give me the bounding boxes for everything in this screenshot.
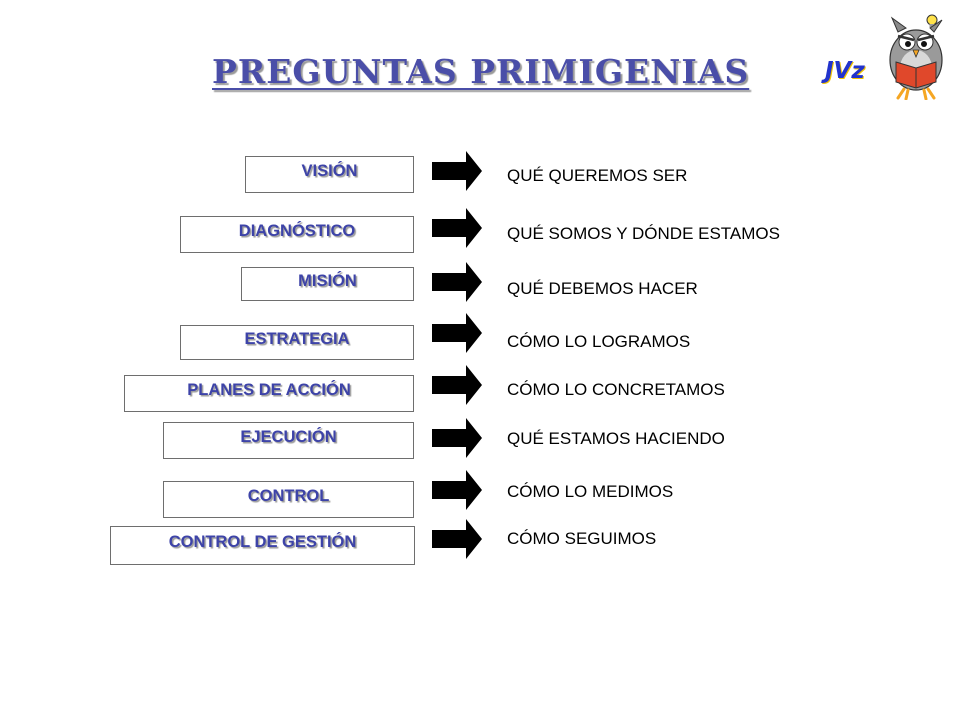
question-text: QUÉ DEBEMOS HACER xyxy=(507,279,698,298)
box-diagnostico: DIAGNÓSTICO xyxy=(180,216,414,253)
arrow-right-icon xyxy=(432,262,482,302)
arrow-right-icon xyxy=(432,313,482,353)
box-vision: VISIÓN xyxy=(245,156,414,193)
box-label: CONTROL DE GESTIÓN xyxy=(168,533,357,551)
box-mision: MISIÓN xyxy=(241,267,414,301)
arrow-right-icon xyxy=(432,470,482,510)
question-text: CÓMO LO LOGRAMOS xyxy=(507,332,691,351)
box-label: EJECUCIÓN xyxy=(240,428,337,446)
arrow-right-icon xyxy=(432,208,482,248)
arrow-right-icon xyxy=(432,519,482,559)
question-text: QUÉ QUEREMOS SER xyxy=(507,166,688,185)
box-label: ESTRATEGIA xyxy=(244,330,350,348)
box-label: PLANES DE ACCIÓN xyxy=(187,381,351,399)
logo-text: JVz xyxy=(825,58,865,84)
box-planes-de-accion: PLANES DE ACCIÓN xyxy=(124,375,414,412)
box-label: CONTROL xyxy=(247,487,330,505)
box-control: CONTROL xyxy=(163,481,414,518)
owl-mascot-icon xyxy=(889,14,943,100)
arrow-right-icon xyxy=(432,418,482,458)
box-label: DIAGNÓSTICO xyxy=(238,222,356,240)
question-text: CÓMO SEGUIMOS xyxy=(507,529,657,548)
box-label: VISIÓN xyxy=(301,162,358,180)
question-text: QUÉ SOMOS Y DÓNDE ESTAMOS xyxy=(507,224,780,243)
question-text: CÓMO LO CONCRETAMOS xyxy=(507,380,725,399)
arrow-right-icon xyxy=(432,365,482,405)
slide-title: PREGUNTAS PRIMIGENIAS xyxy=(212,52,750,91)
question-text: QUÉ ESTAMOS HACIENDO xyxy=(507,429,725,448)
arrow-right-icon xyxy=(432,151,482,191)
box-ejecucion: EJECUCIÓN xyxy=(163,422,414,459)
logo: JVz xyxy=(820,10,955,100)
box-estrategia: ESTRATEGIA xyxy=(180,325,414,360)
box-label: MISIÓN xyxy=(298,271,357,290)
box-control-de-gestion: CONTROL DE GESTIÓN xyxy=(110,526,415,565)
question-text: CÓMO LO MEDIMOS xyxy=(507,482,674,501)
